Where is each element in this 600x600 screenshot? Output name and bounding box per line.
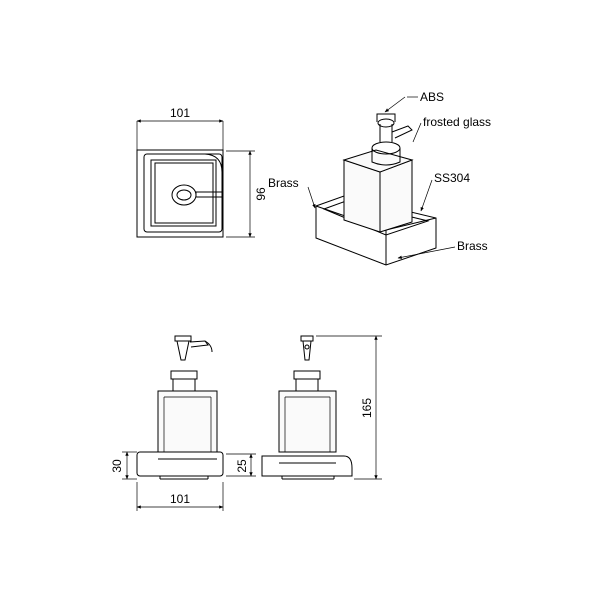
front-view: 30 101 25 bbox=[110, 335, 256, 511]
dim-top-width: 101 bbox=[170, 106, 190, 120]
dim-top-depth: 96 bbox=[254, 187, 268, 201]
isometric-view: ABS frosted glass Brass SS304 Brass bbox=[268, 90, 491, 266]
label-inner-frame: SS304 bbox=[434, 171, 470, 185]
dim-front-width: 101 bbox=[170, 492, 190, 506]
dim-side-base-height: 25 bbox=[235, 459, 249, 473]
dim-total-height: 165 bbox=[360, 398, 374, 418]
label-bottle: frosted glass bbox=[423, 115, 491, 129]
top-view: 101 96 bbox=[136, 106, 268, 238]
label-base: Brass bbox=[457, 239, 488, 253]
dim-base-height: 30 bbox=[110, 459, 124, 473]
label-tray-left: Brass bbox=[268, 176, 299, 190]
label-pump: ABS bbox=[420, 90, 444, 104]
side-view: 165 bbox=[261, 335, 382, 480]
